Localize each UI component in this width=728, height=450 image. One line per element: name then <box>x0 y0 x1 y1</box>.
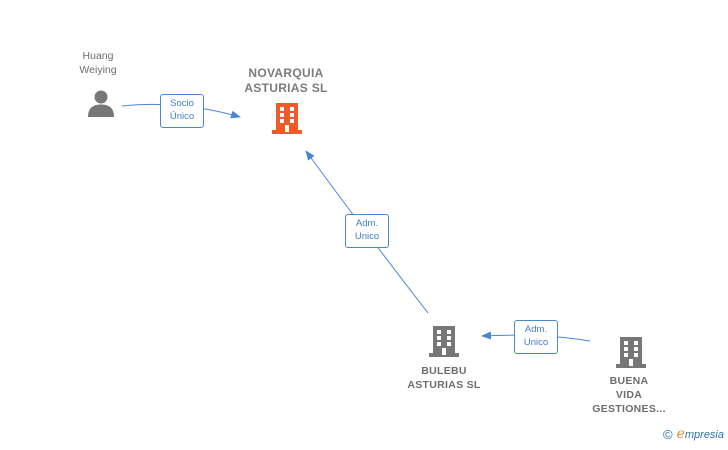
main-company-name[interactable]: NOVARQUIA ASTURIAS SL <box>244 66 328 95</box>
edge-label-adm-bulebu[interactable]: Adm. Unico <box>514 320 558 354</box>
buena-vida-company-name[interactable]: BUENA VIDA GESTIONES... <box>592 375 666 415</box>
brand-logo: © empresia <box>663 426 724 442</box>
building-icon[interactable] <box>614 335 648 369</box>
edge-label-adm-main[interactable]: Adm. Unico <box>345 214 389 248</box>
edge-label-line2: Unico <box>523 337 549 348</box>
edge-label-line2: Único <box>169 111 195 122</box>
brand-name: mpresia <box>684 429 724 441</box>
edge-label-line2: Unico <box>354 231 380 242</box>
person-icon[interactable] <box>86 88 116 118</box>
edge-label-line1: Adm. <box>355 218 379 229</box>
edge-label-line1: Socio <box>170 98 194 109</box>
edge-label-line1: Adm. <box>524 324 548 335</box>
brand-initial: e <box>676 426 685 442</box>
edge-label-socio[interactable]: Socio Único <box>160 94 204 128</box>
bulebu-company-name[interactable]: BULEBU ASTURIAS SL <box>407 365 481 391</box>
person-name[interactable]: Huang Weiying <box>79 50 117 76</box>
building-icon[interactable] <box>427 324 461 358</box>
copyright-symbol: © <box>662 426 673 442</box>
building-icon[interactable] <box>270 101 304 135</box>
